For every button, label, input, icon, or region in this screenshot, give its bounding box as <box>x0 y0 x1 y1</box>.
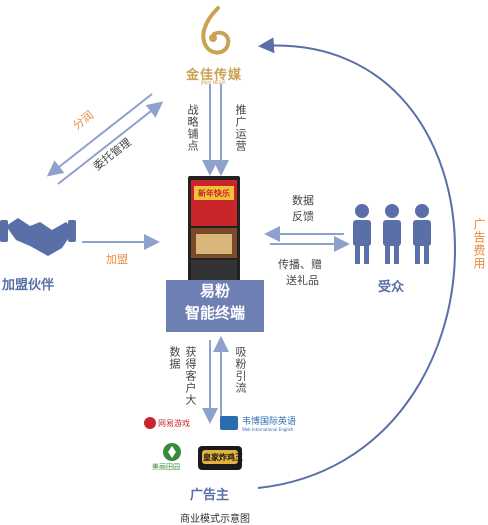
advertiser-label: 广告主 <box>190 488 230 503</box>
ad-fee-arc <box>257 37 456 489</box>
meili-tianyuan-logo <box>163 443 181 461</box>
jinjia-logo-icon <box>201 6 231 55</box>
data-feedback-label-1: 数据 <box>292 194 314 207</box>
terminal-label-line1: 易粉 <box>199 282 230 300</box>
webi-subtitle: Web International English <box>242 427 294 432</box>
terminal-label-box: 易粉 智能终端 <box>166 280 264 332</box>
audience-people-icon <box>353 204 431 264</box>
audience-label: 受众 <box>378 280 405 295</box>
media-company-name: 金佳传媒 <box>186 68 243 83</box>
data-feedback-label-2: 反馈 <box>292 210 314 223</box>
partner-label: 加盟伙伴 <box>2 278 55 293</box>
customer-data-label: 获得客户大数据 <box>168 346 197 406</box>
netease-games-logo <box>144 417 156 429</box>
spread-gift-label-2: 送礼品 <box>286 274 319 287</box>
entrust-manage-arrow <box>57 101 164 185</box>
media-company-subtitle: JINJIA MEDIA <box>201 80 226 85</box>
royal-fried-chicken-logo <box>198 446 242 470</box>
attract-traffic-label: 吸粉引流 <box>234 346 247 394</box>
profit-share-arrow <box>46 93 153 177</box>
meili-tianyuan-name: 美丽田园 <box>152 463 180 471</box>
promote-operate-label: 推广运营 <box>234 104 247 152</box>
join-label: 加盟 <box>106 253 128 266</box>
diagram-caption: 商业模式示意图 <box>180 514 250 525</box>
terminal-screen-text: 新年快乐 <box>198 189 230 198</box>
ad-fee-label: 广告费用 <box>472 218 486 270</box>
webi-name: 韦博国际英语 <box>242 417 297 427</box>
terminal-label-line2: 智能终端 <box>184 304 245 322</box>
royal-fried-chicken-name: 皇家炸鸡王 <box>203 453 243 462</box>
smart-terminal-icon <box>188 176 240 284</box>
netease-games-name: 网易游戏 <box>158 419 190 428</box>
strategy-deploy-label: 战略铺点 <box>186 104 199 152</box>
handshake-icon <box>0 218 76 256</box>
spread-gift-label-1: 传播、赠 <box>278 258 322 271</box>
webi-logo <box>220 416 238 430</box>
